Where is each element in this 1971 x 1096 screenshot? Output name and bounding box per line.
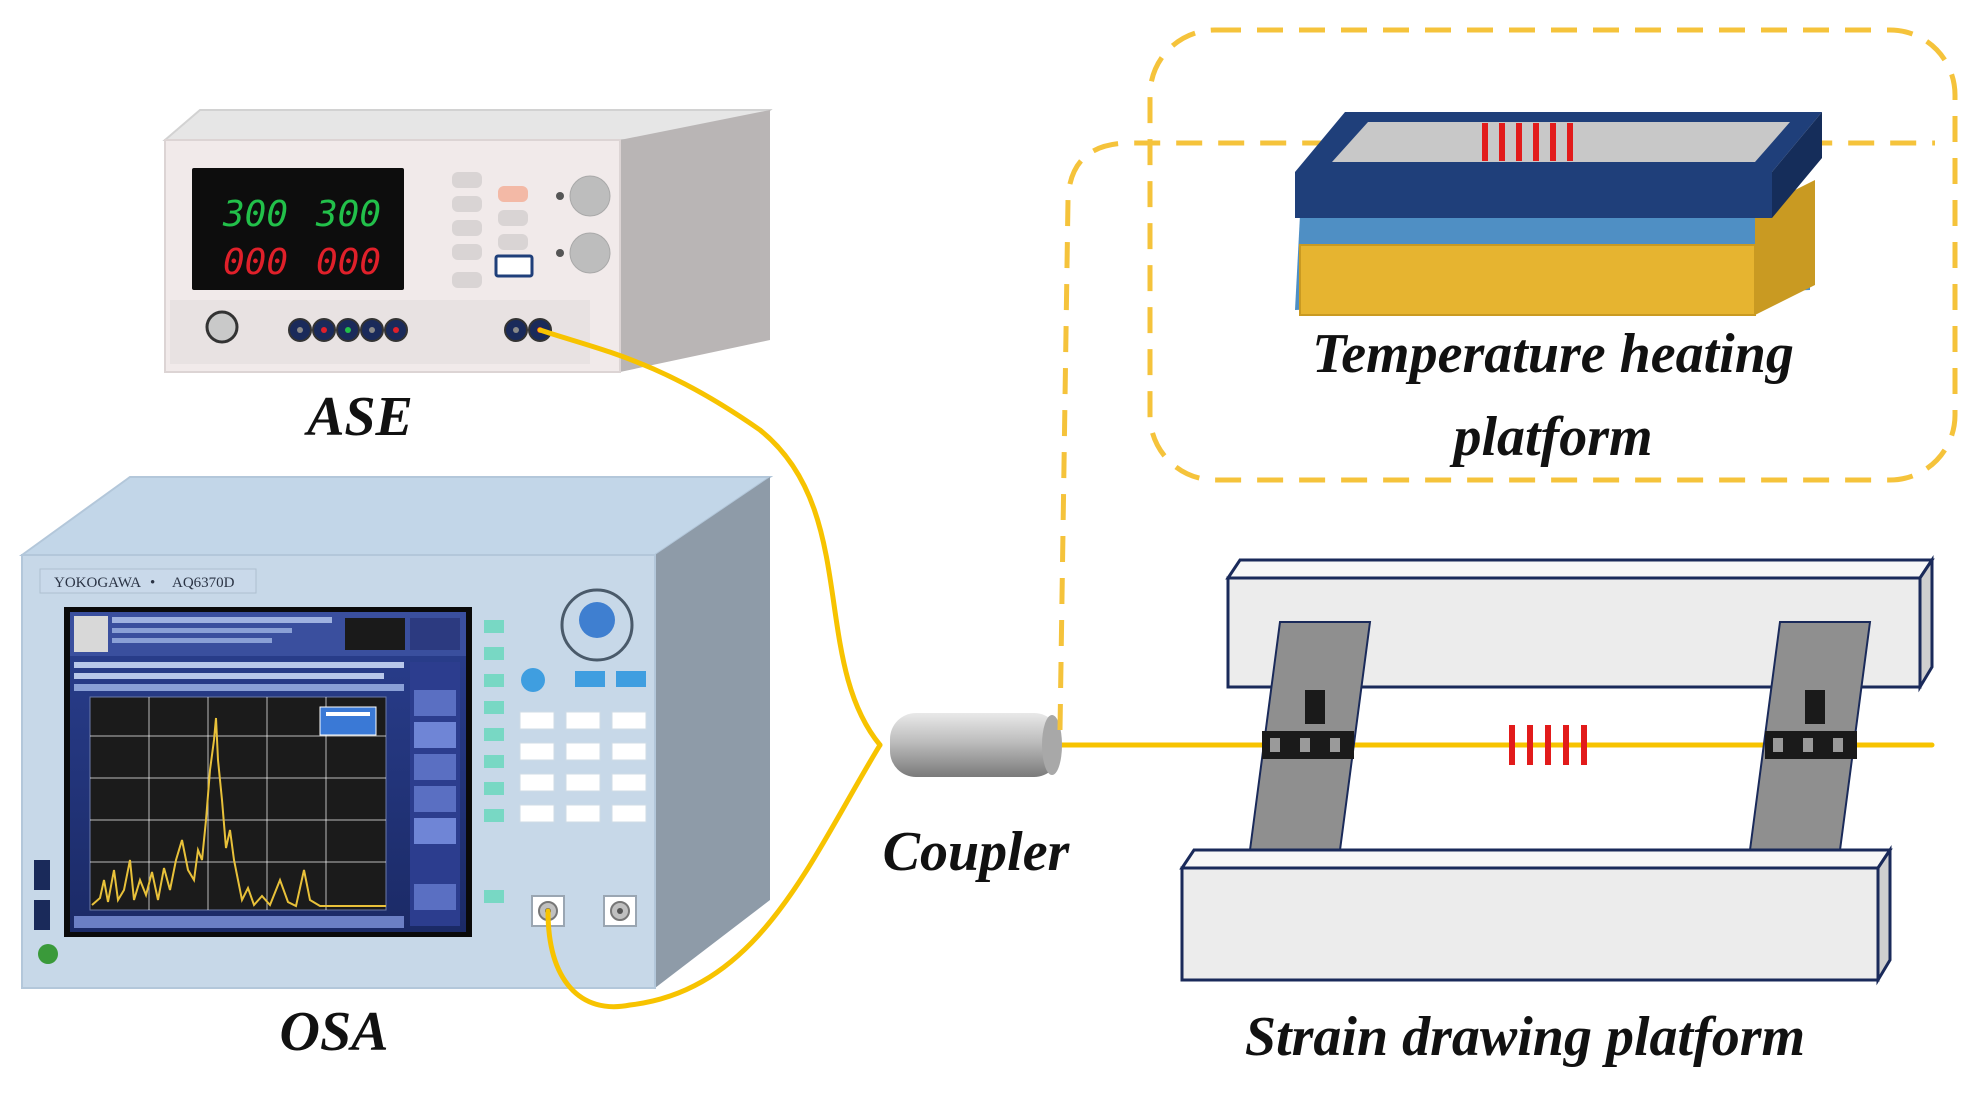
strain-top-block-top xyxy=(1225,558,1935,580)
heater-plate-front xyxy=(1295,172,1772,218)
strain-bottom-block-top xyxy=(1179,848,1893,870)
left-clamp-screw xyxy=(1305,690,1325,724)
osa-keypad xyxy=(519,711,647,823)
ase-display-bottom-left: 000 xyxy=(223,242,288,283)
temperature-region-box xyxy=(1147,27,1958,483)
osa-brand-dot: • xyxy=(150,575,155,591)
strain-drawing-platform xyxy=(1179,555,1935,986)
osa-small-knob xyxy=(521,668,545,692)
osa-brand: YOKOGAWA xyxy=(54,575,141,591)
temperature-heating-platform xyxy=(1295,112,1822,316)
osa-model: AQ6370D xyxy=(172,575,235,591)
ase-display-panel xyxy=(192,168,404,290)
osa-label: OSA xyxy=(280,1001,389,1063)
osa-brand-plate xyxy=(39,568,257,594)
strain-label: Strain drawing platform xyxy=(1245,1006,1805,1068)
right-clamp-screw xyxy=(1805,690,1825,724)
osa-drive-slot-1 xyxy=(34,860,50,890)
osa-screen-header-box xyxy=(74,616,108,652)
osa-top-face xyxy=(18,476,774,556)
ase-output-ports xyxy=(288,318,552,342)
right-fiber-holder xyxy=(1765,731,1857,759)
osa-knob xyxy=(560,588,634,662)
osa-screen-bottom-bar xyxy=(74,916,404,928)
osa-plot-grid xyxy=(90,697,386,910)
strain-bottom-block xyxy=(1180,866,1880,982)
coupler-body xyxy=(890,713,1060,777)
osa-spectrum-trace xyxy=(91,717,386,908)
ase-device: 300 300 000 000 xyxy=(162,109,773,373)
osa-drive-slot-2 xyxy=(34,900,50,930)
osa-function-keys xyxy=(484,620,504,903)
left-fiber-holder xyxy=(1262,731,1354,759)
ase-display-top-right: 300 xyxy=(315,194,381,235)
strain-bottom-block-side xyxy=(1876,845,1892,986)
heater-base xyxy=(1299,244,1756,316)
fiber-osa-to-coupler xyxy=(545,742,883,1010)
osa-softkey-panel xyxy=(410,662,460,926)
coupler-label: Coupler xyxy=(883,821,1071,883)
coupler xyxy=(890,713,1062,777)
temperature-label-line1: Temperature heating xyxy=(1312,323,1794,385)
ase-display-bottom-right: 000 xyxy=(316,242,381,283)
osa-plot-area xyxy=(89,696,387,911)
heater-fbg-grating xyxy=(1482,123,1573,161)
ase-knobs xyxy=(556,175,611,274)
osa-device: YOKOGAWA • AQ6370D xyxy=(18,476,774,989)
fiber-ase-to-coupler xyxy=(537,327,883,748)
heater-plate-window xyxy=(1332,122,1790,162)
strain-top-block-side xyxy=(1918,555,1934,693)
heater-plate-side xyxy=(1772,112,1822,218)
ase-display-top-left: 300 xyxy=(222,194,288,235)
temperature-label-line2: platform xyxy=(1449,406,1652,468)
ase-label: ASE xyxy=(304,386,413,448)
ase-buttons xyxy=(452,172,534,288)
osa-side-face xyxy=(655,477,770,988)
osa-power-led xyxy=(38,944,58,964)
strain-fbg-grating xyxy=(1509,725,1587,765)
ase-power-button xyxy=(205,310,239,344)
ase-side-face xyxy=(620,110,770,372)
